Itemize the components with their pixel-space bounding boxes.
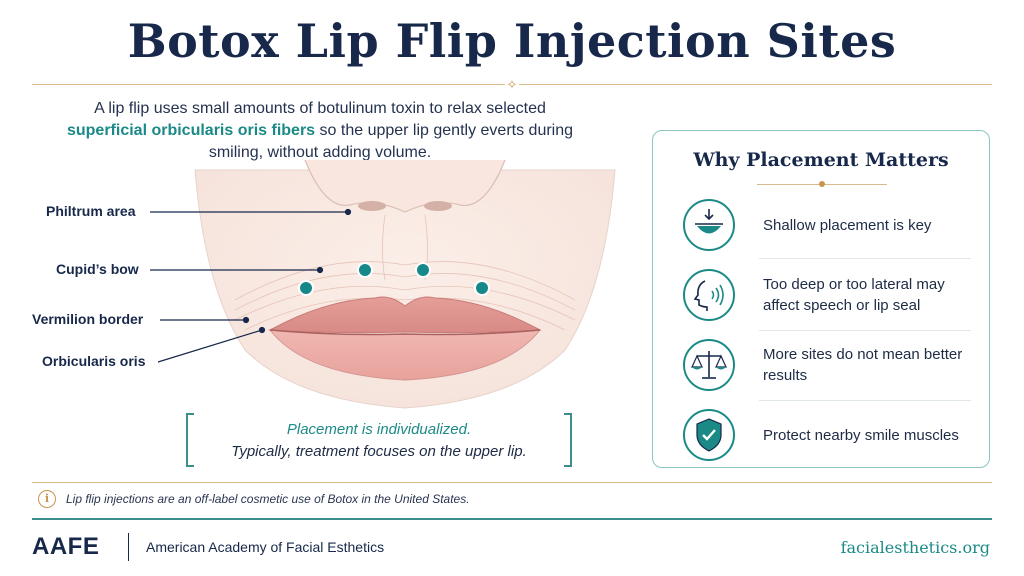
shield-check-icon — [683, 409, 735, 461]
injection-site-4 — [474, 280, 490, 296]
muscle-fibers — [234, 214, 576, 331]
intro-part-1: A lip flip uses small amounts of botulin… — [94, 100, 546, 117]
intro-text: A lip flip uses small amounts of botulin… — [60, 98, 580, 164]
callout-bracket-right — [564, 413, 572, 467]
website-link[interactable]: facialesthetics.org — [840, 538, 990, 557]
panel-item-protect: Protect nearby smile muscles — [671, 405, 971, 469]
panel-item-text: Too deep or too lateral may affect speec… — [763, 276, 945, 314]
lip-illustration — [194, 159, 616, 409]
label-orbicularis-oris: Orbicularis oris — [42, 353, 146, 369]
footer-divider-teal — [32, 518, 992, 520]
panel-divider-dot — [819, 181, 825, 187]
injection-site-3 — [415, 262, 431, 278]
panel-separator — [759, 330, 971, 331]
footer-divider-gold — [32, 482, 992, 483]
lip-line — [269, 329, 541, 336]
intro-part-2: so the upper lip gently everts during sm… — [208, 122, 574, 161]
injection-sites — [298, 262, 490, 296]
page-title: Botox Lip Flip Injection Sites — [127, 14, 897, 68]
callout-line-2: Typically, treatment focuses on the uppe… — [231, 443, 527, 460]
left-nostril — [358, 201, 386, 211]
speech-profile-icon — [683, 269, 735, 321]
brand-separator — [128, 533, 129, 561]
panel-item-depth: Too deep or too lateral may affect speec… — [671, 265, 971, 329]
callout-bracket-left — [186, 413, 194, 467]
label-philtrum: Philtrum area — [46, 203, 136, 219]
organization-name: American Academy of Facial Esthetics — [146, 539, 385, 555]
label-vermilion-border: Vermilion border — [32, 311, 144, 327]
label-cupids-bow: Cupid’s bow — [56, 261, 139, 277]
panel-item-text: Protect nearby smile muscles — [763, 426, 959, 444]
divider-ornament-icon: ✧ — [505, 77, 519, 92]
balance-scale-icon — [683, 339, 735, 391]
injection-site-1 — [298, 280, 314, 296]
right-nostril — [424, 201, 452, 211]
nose — [304, 159, 506, 213]
panel-separator — [759, 258, 971, 259]
injection-site-2 — [357, 262, 373, 278]
brand-logo: AAFE — [32, 533, 100, 560]
placement-callout: Placement is individualized. Typically, … — [186, 413, 572, 467]
panel-separator — [759, 400, 971, 401]
panel-item-text: Shallow placement is key — [763, 216, 932, 234]
shallow-injection-icon — [683, 199, 735, 251]
panel-title: Why Placement Matters — [693, 149, 949, 171]
callout-line-1: Placement is individualized. — [286, 421, 472, 438]
upper-lip — [268, 296, 542, 334]
disclaimer-text: Lip flip injections are an off-label cos… — [66, 492, 470, 506]
info-icon: i — [38, 490, 56, 508]
leader-lines — [150, 208, 352, 363]
intro-highlight: superficial orbicularis oris fibers — [66, 122, 316, 139]
panel-item-more-sites: More sites do not mean better results — [671, 335, 971, 399]
panel-item-shallow: Shallow placement is key — [671, 195, 971, 259]
panel-item-text: More sites do not mean better results — [763, 346, 963, 384]
placement-panel: Why Placement Matters Shallow placement … — [652, 130, 990, 468]
